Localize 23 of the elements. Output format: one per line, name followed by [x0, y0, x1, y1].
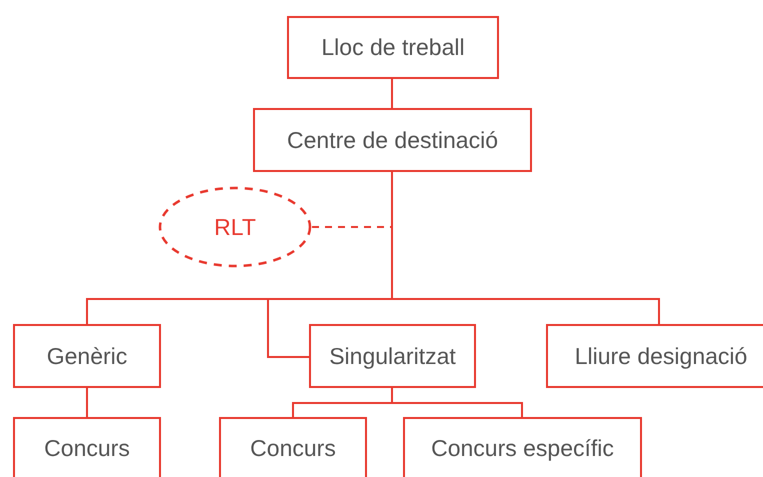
node-label: Centre de destinació	[287, 126, 498, 154]
process-box	[546, 324, 763, 388]
connector-line	[86, 388, 88, 417]
process-box	[287, 16, 499, 79]
connector-line	[391, 388, 523, 417]
node-label: Concurs	[44, 434, 130, 462]
node-label: Lliure designació	[574, 342, 748, 370]
node-label: Lloc de treball	[321, 34, 465, 61]
node-label: Genèric	[46, 342, 128, 370]
connector-line	[391, 172, 660, 324]
process-box	[309, 324, 476, 388]
node-label: RLT	[214, 214, 256, 240]
process-box	[403, 417, 642, 477]
process-box	[13, 417, 161, 477]
dashed-ellipse	[158, 186, 312, 268]
process-box	[219, 417, 367, 477]
dashed-connector	[312, 226, 392, 228]
process-box	[13, 324, 161, 388]
connector-line	[391, 79, 393, 108]
node-label: Concurs	[250, 434, 336, 462]
node-label: Concurs específic	[431, 434, 614, 462]
process-box	[253, 108, 532, 172]
node-label: Singularitzat	[329, 342, 456, 370]
